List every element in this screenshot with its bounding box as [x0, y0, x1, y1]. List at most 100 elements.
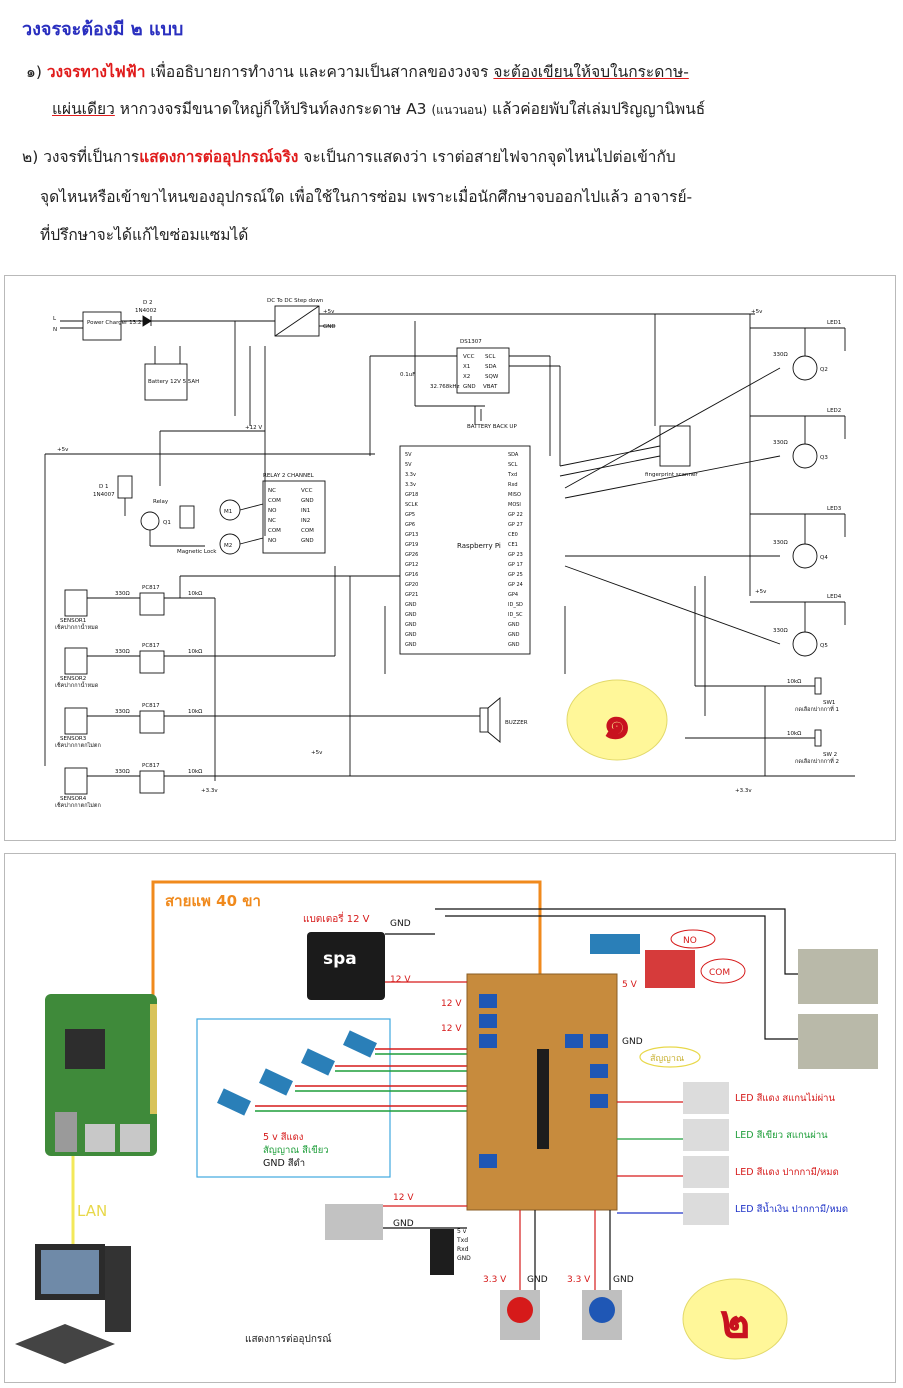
relay-pin-left-4: NC	[268, 518, 276, 524]
page-heading: วงจรจะต้องมี ๒ แบบ	[22, 19, 184, 40]
rpi-left-pin: GP20	[405, 582, 418, 588]
rpi-right-pin: MISO	[508, 492, 521, 498]
rpi-right-pin: GP 17	[508, 562, 523, 568]
label-sensor3: SENSOR3	[60, 736, 87, 742]
label-led3: LED3	[827, 506, 842, 512]
battery-label: แบตเตอรี่ 12 V	[303, 911, 370, 925]
rpi-right-pin: ID_SC	[508, 612, 523, 618]
pcb-12v-b: 12 V	[441, 1024, 462, 1034]
rpi-right-pin: Txd	[507, 472, 517, 478]
fingerprint-scanner	[430, 1229, 454, 1275]
label-relay-channel: RELAY 2 CHANNEL	[263, 473, 315, 479]
badge-2-bg	[682, 1278, 788, 1360]
rpi-left-pin: GND	[405, 602, 417, 608]
label-battery: Battery 12V 5.5AH	[148, 379, 199, 385]
label-r330-s2: 330Ω	[115, 649, 130, 655]
label-led1: LED1	[827, 320, 841, 326]
badge-1-text: ๑	[602, 695, 631, 749]
label-33v-switch: +3.3v	[735, 788, 752, 794]
wiring-caption: แสดงการต่ออุปกรณ์	[245, 1333, 332, 1345]
rpi-right-pin: GP 25	[508, 572, 523, 578]
label-sw1-desc: กดเลือกปากกาที่ 1	[795, 705, 839, 713]
ds-pin-x2: X2	[463, 374, 470, 380]
label-m1: M1	[224, 509, 232, 515]
label-pc817-1: PC817	[142, 585, 160, 591]
rpi-left-pin: GP21	[405, 592, 418, 598]
battery-brand: spa	[323, 949, 357, 969]
item1-line2-text: หากวงจรมีขนาดใหญ่ก็ให้ปรินท์ลงกระดาษ A3	[114, 100, 432, 118]
rpi-right-pin: GP 22	[508, 512, 523, 518]
relay-com-label: COM	[709, 968, 730, 978]
item2-number: ๒)	[22, 148, 39, 166]
rpi-left-pin: GP26	[405, 552, 418, 558]
label-relay: Relay	[153, 499, 169, 505]
ds-pin-vcc: VCC	[463, 354, 475, 360]
label-d2: D 2	[143, 300, 152, 306]
raspberry-pi-board	[45, 994, 157, 1156]
label-led2: LED2	[827, 408, 841, 414]
lan-label: LAN	[77, 1202, 107, 1220]
instruction-text: วงจรจะต้องมี ๒ แบบ ๑) วงจรทางไฟฟ้า เพื่อ…	[0, 0, 903, 270]
label-cap: 0.1uF	[400, 372, 415, 378]
rpi-left-pin: 5V	[405, 452, 412, 458]
label-plus5v-top: +5v	[323, 309, 335, 315]
relay-no-label: NO	[683, 936, 697, 946]
magnetic-lock	[325, 1204, 383, 1240]
item1-text-a: เพื่ออธิบายการทำงาน และความเป็นสากลของวง…	[145, 63, 494, 81]
relay-pin-left-1: NC	[268, 488, 276, 494]
relay-pin-left-3: NO	[268, 508, 277, 514]
ds-pin-gnd: GND	[463, 384, 476, 390]
battery-box	[144, 363, 188, 401]
label-q1: Q1	[163, 520, 171, 526]
label-n: N	[53, 327, 57, 333]
item1-line1: ๑) วงจรทางไฟฟ้า เพื่ออธิบายการทำงาน และค…	[26, 55, 689, 90]
rpi-right-pin: GND	[508, 642, 520, 648]
rpi-left-pin: GND	[405, 612, 417, 618]
label-r10k-s4: 10kΩ	[188, 769, 202, 775]
rpi-left-pin: 3.3v	[405, 482, 416, 488]
led-label-green-pass: LED สีเขียว สแกนผ่าน	[735, 1129, 828, 1141]
label-sw2: SW 2	[823, 752, 837, 758]
pcb-5v: 5 V	[622, 980, 638, 990]
badge-1-bg	[566, 679, 668, 761]
ds-pin-sda: SDA	[485, 364, 497, 370]
label-d2-part: 1N4002	[135, 308, 157, 314]
fp-pin-rxd: Rxd	[457, 1246, 469, 1253]
relay-module-box	[262, 480, 326, 554]
dcdc-box	[274, 305, 320, 337]
rpi-left-pin: GP18	[405, 492, 418, 498]
item1-line2-end: แล้วค่อยพับใส่เล่มปริญญานิพนธ์	[487, 100, 706, 118]
label-sensor2: SENSOR2	[60, 676, 86, 682]
label-m2: M2	[224, 543, 232, 549]
relay-pin-right-3: IN1	[301, 508, 310, 514]
rpi-left-pin: GP13	[405, 532, 418, 538]
item1-line2: แผ่นเดียว หากวงจรมีขนาดใหญ่ก็ให้ปรินท์ลง…	[52, 92, 705, 128]
item2-line1: ๒) วงจรที่เป็นการแสดงการต่ออุปกรณ์จริง จ…	[22, 140, 676, 175]
item1-line2-underline: แผ่นเดียว	[52, 100, 115, 118]
rpi-right-pin: MOSI	[508, 502, 521, 508]
label-q5: Q5	[820, 643, 828, 649]
led-panels	[683, 1082, 729, 1225]
item2-text-b: จะเป็นการแสดงว่า เราต่อสายไฟจากจุดไหนไปต…	[298, 148, 676, 166]
rpi-pin-labels: 5V5V3.3v3.3vGP18SCLKGP5GP6GP13GP19GP26GP…	[405, 452, 523, 648]
label-5v-left: +5v	[57, 447, 69, 453]
rpi-left-pin: GND	[405, 622, 417, 628]
led-label-blue-pen: LED สีน้ำเงิน ปากกามี/หมด	[735, 1202, 848, 1215]
item2-highlight: แสดงการต่ออุปกรณ์จริง	[139, 148, 299, 166]
relay-pin-left-6: NO	[268, 538, 277, 544]
relay-pin-left-5: COM	[268, 528, 281, 534]
rpi-right-pin: GP 24	[508, 582, 523, 588]
item1-line2-small: (แนวนอน)	[431, 103, 488, 117]
label-r10k-sw1: 10kΩ	[787, 679, 801, 685]
relay-pin-left-2: COM	[268, 498, 281, 504]
led-driver-group	[564, 327, 846, 716]
computer-icon	[15, 1244, 131, 1364]
rpi-right-pin: SCL	[508, 462, 518, 468]
label-q2: Q2	[820, 367, 828, 373]
battery-12v: 12 V	[390, 975, 411, 985]
ds-pin-vbat: VBAT	[483, 384, 498, 390]
label-33v-sensors: +3.3v	[201, 788, 218, 794]
schematic-panel: L N Power Charger 13.2 D 2 1N4002 DC To …	[4, 275, 896, 841]
label-q3: Q3	[820, 455, 828, 461]
schematic-svg: L N Power Charger 13.2 D 2 1N4002 DC To …	[44, 298, 855, 809]
